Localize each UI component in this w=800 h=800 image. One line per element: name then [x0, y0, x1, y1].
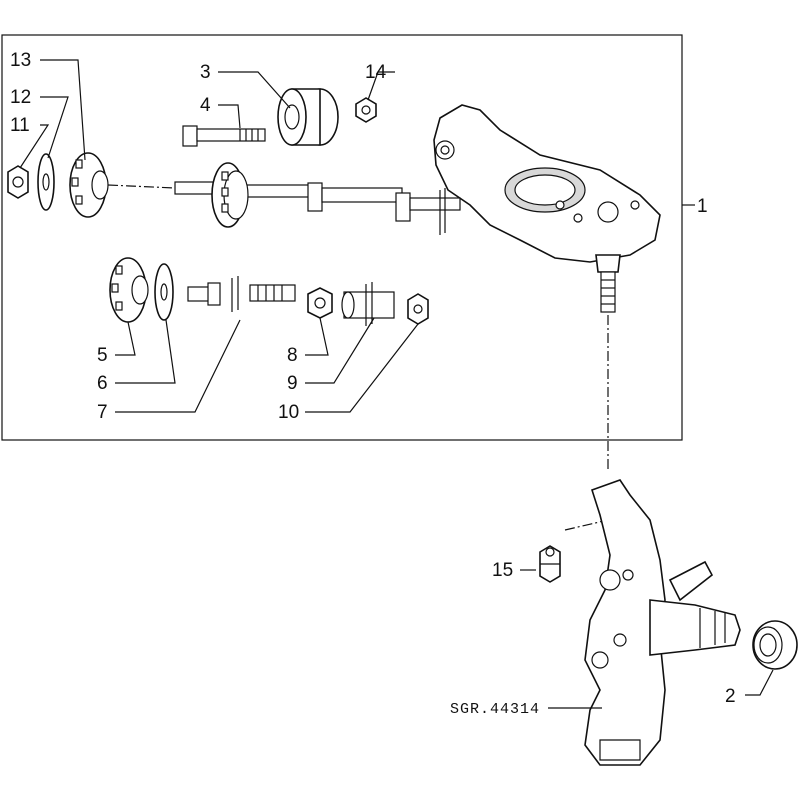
label-part-2: 2 — [725, 686, 736, 707]
label-part-10: 10 — [278, 402, 299, 423]
dust-cap — [752, 620, 798, 670]
label-part-13: 13 — [10, 50, 31, 71]
label-part-14: 14 — [365, 62, 387, 83]
toothed-washer-13 — [69, 152, 109, 218]
nut-14 — [355, 97, 377, 123]
label-part-1: 1 — [697, 196, 708, 217]
label-part-11: 11 — [10, 115, 30, 136]
label-part-8: 8 — [287, 345, 298, 366]
nut-15 — [539, 545, 561, 583]
reference-code: SGR.44314 — [450, 701, 540, 718]
nut-8 — [307, 287, 333, 319]
spacer-9 — [341, 282, 395, 326]
label-part-4: 4 — [200, 95, 211, 116]
washer-12 — [37, 153, 55, 211]
nut-11 — [7, 165, 29, 199]
label-part-9: 9 — [287, 373, 298, 394]
bushing — [277, 88, 339, 146]
label-part-6: 6 — [97, 373, 108, 394]
bolt — [182, 125, 266, 147]
label-part-3: 3 — [200, 62, 211, 83]
steering-knuckle — [584, 479, 741, 766]
label-part-7: 7 — [97, 402, 108, 423]
nut-10 — [407, 293, 429, 325]
pivot-pin — [187, 276, 296, 312]
label-part-12: 12 — [10, 87, 31, 108]
washer-6 — [154, 263, 174, 321]
toothed-washer-5 — [109, 257, 149, 323]
upper-control-arm — [433, 104, 661, 313]
leader-lines — [19, 59, 774, 709]
label-part-5: 5 — [97, 345, 108, 366]
label-part-15: 15 — [492, 560, 513, 581]
toothed-washer-on-shaft — [211, 162, 249, 228]
axis-line-shaft — [107, 184, 176, 189]
axis-line-nut — [564, 519, 609, 531]
assembly-frame — [1, 34, 683, 441]
